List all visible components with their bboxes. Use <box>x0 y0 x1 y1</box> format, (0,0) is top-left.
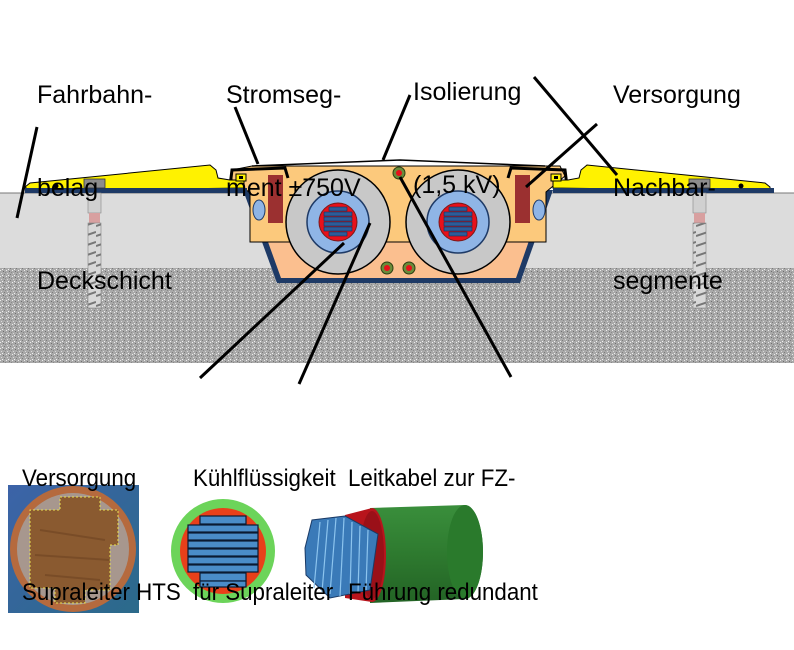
power-segment-rail-left <box>268 175 283 223</box>
leader-guide-cable <box>398 176 513 378</box>
label-power-segment: Stromseg- ment ±750V <box>226 18 361 235</box>
hts-cable-left <box>285 169 391 275</box>
label-insulation: Isolierung (1,5 kV) <box>413 15 521 232</box>
label-line: Kühlflüssigkeit <box>193 465 336 492</box>
label-coolant: Kühlflüssigkeit für Supraleiter <box>193 384 336 650</box>
hts-cable-cross-section <box>171 499 275 603</box>
label-line: ment ±750V <box>226 174 361 202</box>
hts-cable-photo <box>8 485 139 613</box>
label-line: Fahrbahn- <box>37 81 153 109</box>
label-line: segmente <box>613 267 723 295</box>
label-road-surface: Fahrbahn- belag Deckschicht <box>37 18 172 328</box>
guide-cable-top <box>392 166 406 180</box>
label-line: Nachbar- <box>613 174 716 202</box>
leader-insulation <box>381 94 412 161</box>
guide-cable-bottom-right <box>402 261 416 275</box>
label-line: Leitkabel zur FZ- <box>348 465 516 492</box>
label-line: für Supraleiter <box>193 579 334 606</box>
label-line: Stromseg- <box>226 81 342 109</box>
label-hts-supply: Versorgung Supraleiter HTS <box>22 384 181 650</box>
leader-coolant <box>297 222 372 385</box>
anchor-screw-left <box>87 192 102 309</box>
power-segment-clamp-left <box>228 166 290 187</box>
road-cover-plate-left <box>24 164 247 193</box>
anchor-screw-right <box>692 192 707 309</box>
label-line: belag <box>37 174 99 202</box>
leader-hts-supply <box>198 241 346 380</box>
label-line: Supraleiter HTS <box>22 579 181 606</box>
hts-cable-3d-model <box>304 505 483 603</box>
label-line: Versorgung <box>22 465 137 492</box>
hts-cable-right <box>405 169 511 275</box>
label-line: Deckschicht <box>37 267 172 295</box>
leader-road-surface <box>15 126 39 219</box>
label-guide-cable: Leitkabel zur FZ- Führung redundant <box>348 384 538 650</box>
label-line: Versorgung <box>613 81 741 109</box>
label-line: (1,5 kV) <box>413 171 501 199</box>
power-segment-clamp-right <box>506 166 569 187</box>
seal-left <box>252 199 266 221</box>
seal-right <box>532 199 546 221</box>
leader-lines <box>15 76 619 385</box>
leader-neighbor-supply-b <box>525 122 598 189</box>
leader-neighbor-supply-a <box>532 76 619 176</box>
diagram-canvas <box>0 76 794 613</box>
label-neighbor-supply: Versorgung Nachbar- segmente <box>613 18 741 328</box>
label-line: Isolierung <box>413 78 522 106</box>
label-line: Führung redundant <box>348 579 538 606</box>
road-cover-plate-right <box>550 164 774 193</box>
gravel-subgrade <box>0 268 794 363</box>
leader-power-segment <box>233 106 260 165</box>
guide-cable-bottom-left <box>380 261 394 275</box>
